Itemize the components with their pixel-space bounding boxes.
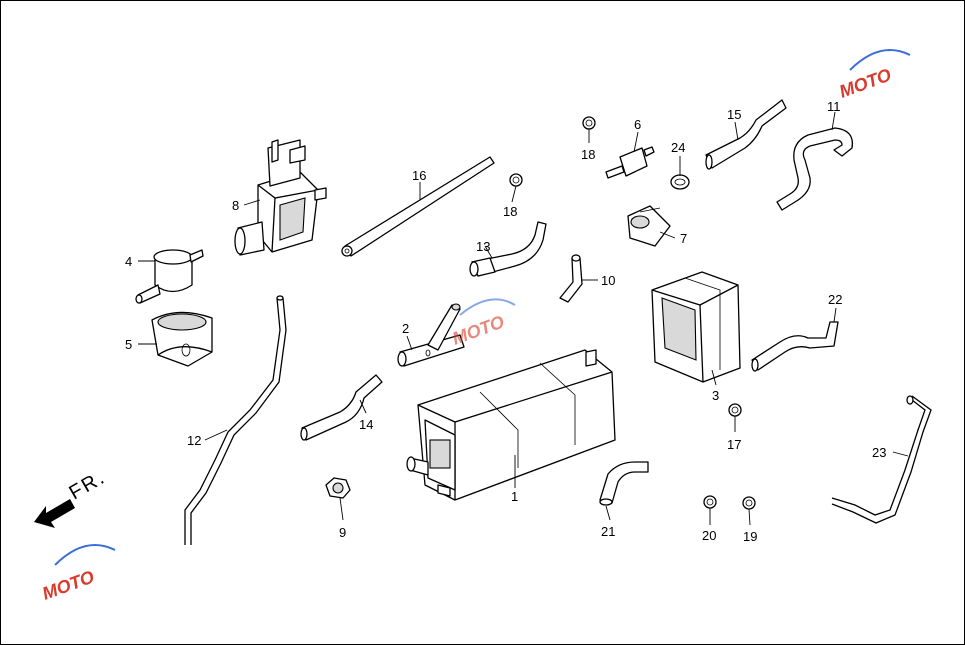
part-22-hose bbox=[751, 321, 839, 372]
part-13-hose bbox=[469, 221, 547, 277]
part-21-hose bbox=[599, 461, 649, 506]
callout-22: 22 bbox=[828, 292, 842, 307]
callout-4: 4 bbox=[125, 254, 132, 269]
part-19-clamp bbox=[742, 496, 756, 510]
svg-text:MOTO: MOTO bbox=[837, 65, 894, 102]
callout-11: 11 bbox=[827, 99, 841, 114]
part-8-solenoid-valve bbox=[234, 139, 327, 256]
callout-24: 24 bbox=[671, 140, 685, 155]
callout-10: 10 bbox=[601, 273, 615, 288]
watermark-logo-top: MOTO bbox=[837, 49, 911, 102]
part-18-clamp-b bbox=[509, 173, 523, 187]
callout-13: 13 bbox=[476, 239, 490, 254]
callout-20: 20 bbox=[702, 528, 716, 543]
part-4-filter bbox=[135, 249, 204, 304]
callout-23: 23 bbox=[872, 445, 886, 460]
part-1-canister bbox=[406, 349, 616, 501]
callout-5: 5 bbox=[125, 337, 132, 352]
part-11-hose bbox=[776, 127, 854, 211]
svg-text:MOTO: MOTO bbox=[450, 312, 507, 349]
watermark-logo-bottom: MOTO bbox=[40, 544, 116, 604]
callout-6: 6 bbox=[634, 117, 641, 132]
part-14-hose bbox=[300, 374, 383, 441]
part-7-mount bbox=[627, 205, 671, 247]
part-12-pipe bbox=[184, 295, 287, 545]
callout-12: 12 bbox=[187, 433, 201, 448]
part-24-clamp bbox=[670, 174, 690, 190]
part-9-nut bbox=[325, 477, 351, 499]
callout-1: 1 bbox=[511, 489, 518, 504]
callout-16: 16 bbox=[412, 168, 426, 183]
callout-7: 7 bbox=[680, 231, 687, 246]
callout-17: 17 bbox=[727, 437, 741, 452]
callout-9: 9 bbox=[339, 525, 346, 540]
callout-15: 15 bbox=[727, 107, 741, 122]
part-23-pipe bbox=[831, 395, 932, 524]
callout-2: 2 bbox=[402, 321, 409, 336]
svg-text:MOTO: MOTO bbox=[40, 567, 97, 604]
callout-18a: 18 bbox=[581, 147, 595, 162]
part-16-strap bbox=[341, 156, 495, 257]
part-20-clamp bbox=[703, 495, 717, 509]
part-18-clamp-a bbox=[582, 116, 596, 130]
part-5-bracket bbox=[151, 311, 213, 367]
part-3-housing bbox=[651, 271, 741, 383]
callout-3: 3 bbox=[712, 388, 719, 403]
part-2-tee-fitting bbox=[397, 303, 465, 367]
part-15-hose bbox=[705, 99, 787, 170]
part-6-inline-filter bbox=[605, 146, 655, 179]
callout-19: 19 bbox=[743, 529, 757, 544]
callout-8: 8 bbox=[232, 198, 239, 213]
direction-label: FR. bbox=[66, 466, 110, 504]
part-17-clamp bbox=[728, 403, 742, 417]
callouts: 1 2 3 4 5 6 7 8 9 10 11 12 13 14 15 16 1… bbox=[125, 99, 886, 544]
leader-lines bbox=[138, 111, 909, 526]
part-10-hose bbox=[559, 254, 583, 303]
callout-14: 14 bbox=[359, 417, 373, 432]
callout-18b: 18 bbox=[503, 204, 517, 219]
direction-arrow: FR. bbox=[34, 466, 110, 528]
callout-21: 21 bbox=[601, 524, 615, 539]
